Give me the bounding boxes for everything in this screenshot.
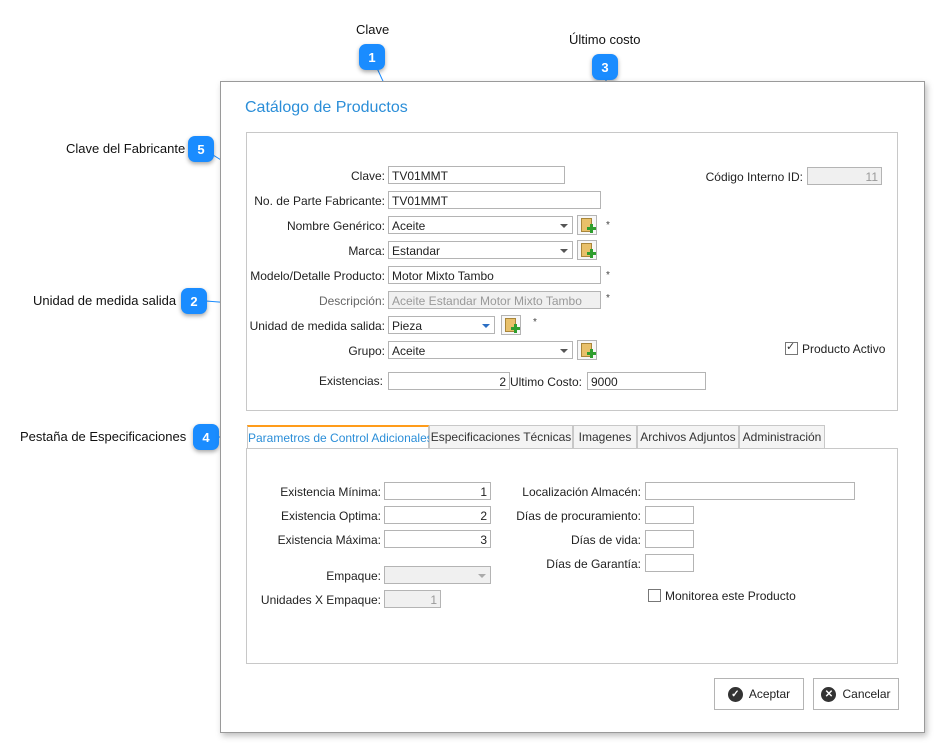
producto-activo-label: Producto Activo: [802, 342, 886, 356]
dias-procuramiento-input[interactable]: [645, 506, 694, 524]
empaque-combo: [384, 566, 491, 584]
product-groupbox: [246, 132, 898, 411]
plus-icon: [587, 349, 596, 358]
unidad-medida-label: Unidad de medida salida:: [249, 319, 385, 333]
dias-garantia-input[interactable]: [645, 554, 694, 572]
callout-label-unidad-medida: Unidad de medida salida: [33, 293, 177, 308]
grupo-combo[interactable]: Aceite: [388, 341, 573, 359]
nombre-generico-value: Aceite: [392, 219, 426, 233]
grupo-value: Aceite: [392, 344, 426, 358]
close-circle-icon: ✕: [821, 686, 837, 702]
tab-imagenes[interactable]: Imagenes: [573, 425, 637, 448]
clave-label: Clave:: [350, 169, 385, 183]
monitorea-label: Monitorea este Producto: [665, 589, 796, 603]
parte-fabricante-label: No. de Parte Fabricante:: [254, 194, 385, 208]
marca-combo[interactable]: Estandar: [388, 241, 573, 259]
chevron-down-icon: [560, 224, 568, 228]
callout-label-ultimo-costo: Último costo: [569, 32, 641, 47]
add-unidad-button[interactable]: [501, 315, 521, 335]
accept-button[interactable]: ✓ Aceptar: [714, 678, 804, 710]
add-marca-button[interactable]: [577, 240, 597, 260]
plus-icon: [587, 224, 596, 233]
existencia-minima-input[interactable]: 1: [384, 482, 491, 500]
monitorea-checkbox[interactable]: [648, 589, 661, 602]
codigo-interno-input: 11: [807, 167, 882, 185]
unidad-medida-combo[interactable]: Pieza: [388, 316, 495, 334]
ultimo-costo-label: Ultimo Costo:: [509, 375, 582, 389]
callout-label-clave-fabricante: Clave del Fabricante: [66, 141, 186, 156]
nombre-generico-combo[interactable]: Aceite: [388, 216, 573, 234]
modelo-input[interactable]: Motor Mixto Tambo: [388, 266, 601, 284]
chevron-down-icon: [560, 249, 568, 253]
existencia-maxima-label: Existencia Máxima:: [277, 533, 381, 547]
required-mark: *: [606, 270, 610, 281]
tab-panel: [246, 448, 898, 664]
empaque-label: Empaque:: [326, 569, 381, 583]
callout-badge-4: 4: [193, 424, 219, 450]
plus-icon: [587, 249, 596, 258]
chevron-down-icon: [560, 349, 568, 353]
callout-label-pestana: Pestaña de Especificaciones: [20, 429, 187, 444]
modelo-label: Modelo/Detalle Producto:: [250, 269, 385, 283]
parte-fabricante-input[interactable]: TV01MMT: [388, 191, 601, 209]
callout-badge-1: 1: [359, 44, 385, 70]
dias-vida-label: Días de vida:: [570, 533, 641, 547]
required-mark: *: [606, 220, 610, 231]
cancel-label: Cancelar: [842, 687, 891, 701]
existencia-minima-label: Existencia Mínima:: [280, 485, 381, 499]
accept-label: Aceptar: [748, 687, 791, 701]
codigo-interno-label: Código Interno ID:: [705, 170, 803, 184]
producto-activo-checkbox[interactable]: [785, 340, 798, 355]
tab-archivos[interactable]: Archivos Adjuntos: [637, 425, 739, 448]
catalog-dialog: Catálogo de Productos Clave: TV01MMT No.…: [220, 81, 925, 733]
ultimo-costo-input[interactable]: 9000: [587, 372, 706, 390]
callout-badge-3: 3: [592, 54, 618, 80]
dias-procuramiento-label: Días de procuramiento:: [516, 509, 641, 523]
callout-badge-2: 2: [181, 288, 207, 314]
add-nombre-button[interactable]: [577, 215, 597, 235]
dias-vida-input[interactable]: [645, 530, 694, 548]
existencias-label: Existencias:: [318, 374, 383, 388]
tab-administracion[interactable]: Administración: [739, 425, 825, 448]
unidades-empaque-label: Unidades X Empaque:: [260, 593, 381, 607]
clave-input[interactable]: TV01MMT: [388, 166, 565, 184]
check-circle-icon: ✓: [727, 686, 743, 702]
tab-especificaciones[interactable]: Especificaciones Técnicas: [429, 425, 573, 448]
grupo-label: Grupo:: [348, 344, 385, 358]
cancel-button[interactable]: ✕ Cancelar: [813, 678, 899, 710]
descripcion-label: Descripción:: [318, 294, 385, 308]
required-mark: *: [533, 317, 537, 328]
unidades-empaque-input: 1: [384, 590, 441, 608]
existencia-optima-input[interactable]: 2: [384, 506, 491, 524]
required-mark: *: [606, 293, 610, 304]
plus-icon: [511, 324, 520, 333]
localizacion-label: Localización Almacén:: [522, 485, 641, 499]
tab-parametros[interactable]: Parametros de Control Adicionales: [247, 425, 433, 449]
dias-garantia-label: Días de Garantía:: [546, 557, 641, 571]
marca-label: Marca:: [348, 244, 385, 258]
dialog-title: Catálogo de Productos: [245, 99, 408, 116]
callout-badge-5: 5: [188, 136, 214, 162]
unidad-medida-value: Pieza: [392, 319, 423, 333]
chevron-down-icon: [482, 324, 490, 328]
existencias-input[interactable]: 2: [388, 372, 510, 390]
chevron-down-icon: [478, 574, 486, 578]
callout-label-clave: Clave: [356, 22, 390, 37]
marca-value: Estandar: [392, 244, 441, 258]
nombre-generico-label: Nombre Genérico:: [286, 219, 385, 233]
descripcion-input: Aceite Estandar Motor Mixto Tambo: [388, 291, 601, 309]
existencia-maxima-input[interactable]: 3: [384, 530, 491, 548]
localizacion-input[interactable]: [645, 482, 855, 500]
add-grupo-button[interactable]: [577, 340, 597, 360]
existencia-optima-label: Existencia Optima:: [280, 509, 381, 523]
